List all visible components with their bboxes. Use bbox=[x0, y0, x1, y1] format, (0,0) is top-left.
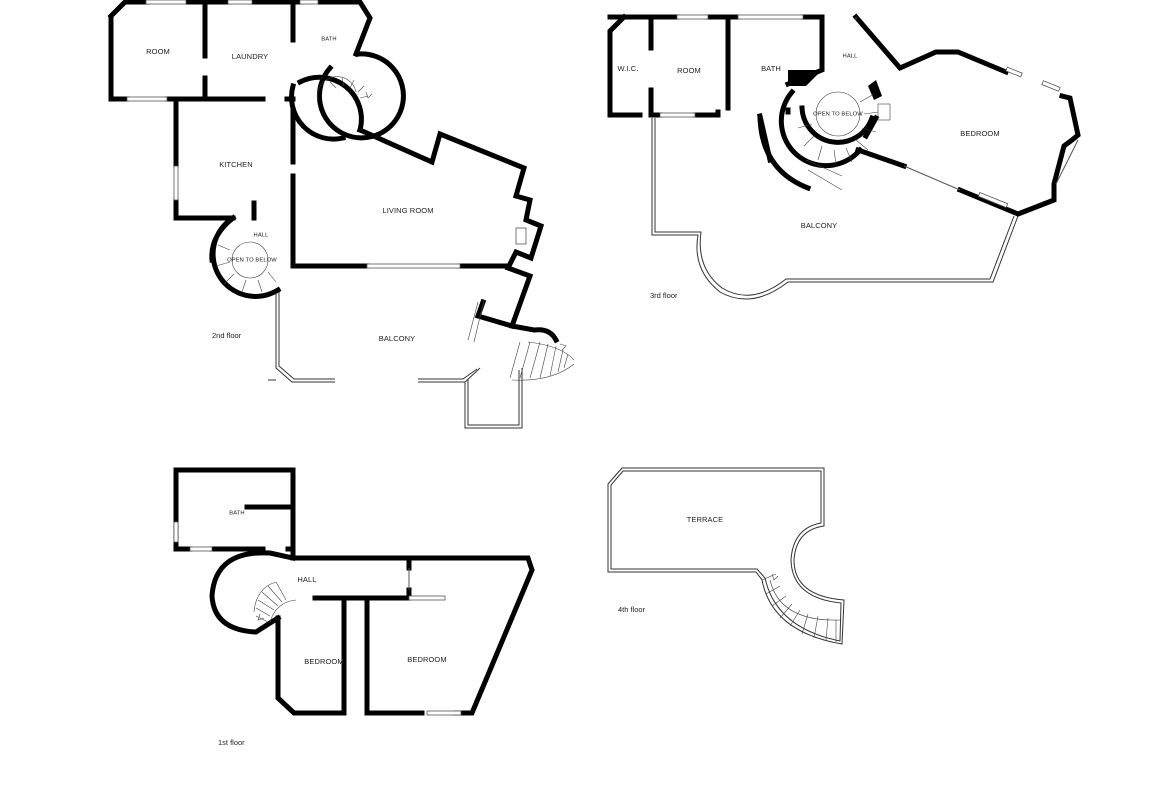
window bbox=[977, 192, 1009, 208]
room-label: HALL bbox=[254, 233, 270, 239]
floor-2-walls bbox=[107, 0, 545, 330]
room-label: HALL bbox=[297, 575, 316, 584]
room-label: BEDROOM bbox=[960, 129, 999, 138]
floor-3-glass-wall bbox=[855, 17, 1079, 191]
floor-3-post bbox=[868, 80, 882, 100]
window bbox=[227, 0, 253, 5]
room-label: BEDROOM bbox=[304, 657, 343, 666]
room-label: LIVING ROOM bbox=[382, 206, 433, 215]
floor-label: 1st floor bbox=[218, 738, 245, 747]
window bbox=[173, 165, 179, 201]
floor-label: 4th floor bbox=[618, 605, 646, 614]
room-label: LAUNDRY bbox=[232, 52, 268, 61]
floor-label: 2nd floor bbox=[212, 331, 242, 340]
window bbox=[676, 14, 709, 20]
floor-3-chimney bbox=[788, 70, 822, 86]
floor-2-spiral-stair bbox=[317, 76, 373, 101]
room-label: BALCONY bbox=[379, 334, 416, 343]
floor-2-spiral-wall bbox=[289, 51, 406, 142]
floor-1-plan: BATH HALL BEDROOM BEDROOM 1st floor bbox=[173, 467, 535, 747]
floor-2-exterior-stair-wall bbox=[509, 323, 560, 344]
room-label: BEDROOM bbox=[407, 655, 446, 664]
window bbox=[1041, 80, 1061, 92]
room-label: ROOM bbox=[146, 47, 170, 56]
floor-1-walls bbox=[173, 467, 535, 716]
floor-3-spiral-wall bbox=[757, 88, 876, 192]
room-label: OPEN TO BELOW bbox=[813, 112, 863, 118]
terrace-outline bbox=[607, 467, 845, 645]
terrace-outline-inner bbox=[610, 470, 842, 642]
window bbox=[737, 14, 804, 20]
floor-3-plan: W.I.C. ROOM BATH HALL OPEN TO BELOW BEDR… bbox=[607, 13, 1081, 300]
room-label: KITCHEN bbox=[219, 160, 253, 169]
window bbox=[659, 112, 696, 118]
window bbox=[126, 96, 168, 102]
room-label: BATH bbox=[229, 511, 244, 517]
floor-1-stair-wall bbox=[209, 550, 296, 635]
window bbox=[173, 521, 179, 543]
room-label: BATH bbox=[761, 64, 781, 73]
room-label: HALL bbox=[843, 54, 859, 60]
floor-2-small-stair-wall bbox=[209, 214, 282, 299]
room-label: ROOM bbox=[677, 66, 701, 75]
window bbox=[426, 710, 462, 716]
window bbox=[189, 546, 213, 552]
floor-2-small-stair bbox=[215, 241, 277, 293]
window bbox=[299, 0, 319, 5]
floor-label: 3rd floor bbox=[650, 291, 678, 300]
window bbox=[1005, 66, 1023, 78]
floor-2-exterior-stair bbox=[467, 299, 575, 381]
floor-4-spiral-stair bbox=[761, 573, 841, 642]
floor-2-plan: ROOM LAUNDRY BATH KITCHEN HALL OPEN TO B… bbox=[107, 0, 575, 429]
room-label: W.I.C. bbox=[617, 64, 638, 73]
window bbox=[145, 0, 187, 5]
floor-4-plan: TERRACE 4th floor bbox=[607, 467, 845, 645]
fireplace bbox=[515, 227, 527, 245]
room-label: BATH bbox=[321, 37, 336, 43]
balcony-2-outline bbox=[268, 290, 523, 429]
balcony-2-outline-inner bbox=[278, 292, 520, 426]
room-label: OPEN TO BELOW bbox=[227, 258, 277, 264]
room-label: BALCONY bbox=[801, 221, 838, 230]
floor-1-spiral-stair bbox=[253, 581, 297, 623]
floor-3-spiral-stair bbox=[797, 91, 891, 191]
balcony-3-outline bbox=[651, 118, 1019, 300]
room-label: TERRACE bbox=[687, 515, 724, 524]
window bbox=[366, 263, 461, 269]
window bbox=[408, 595, 446, 601]
